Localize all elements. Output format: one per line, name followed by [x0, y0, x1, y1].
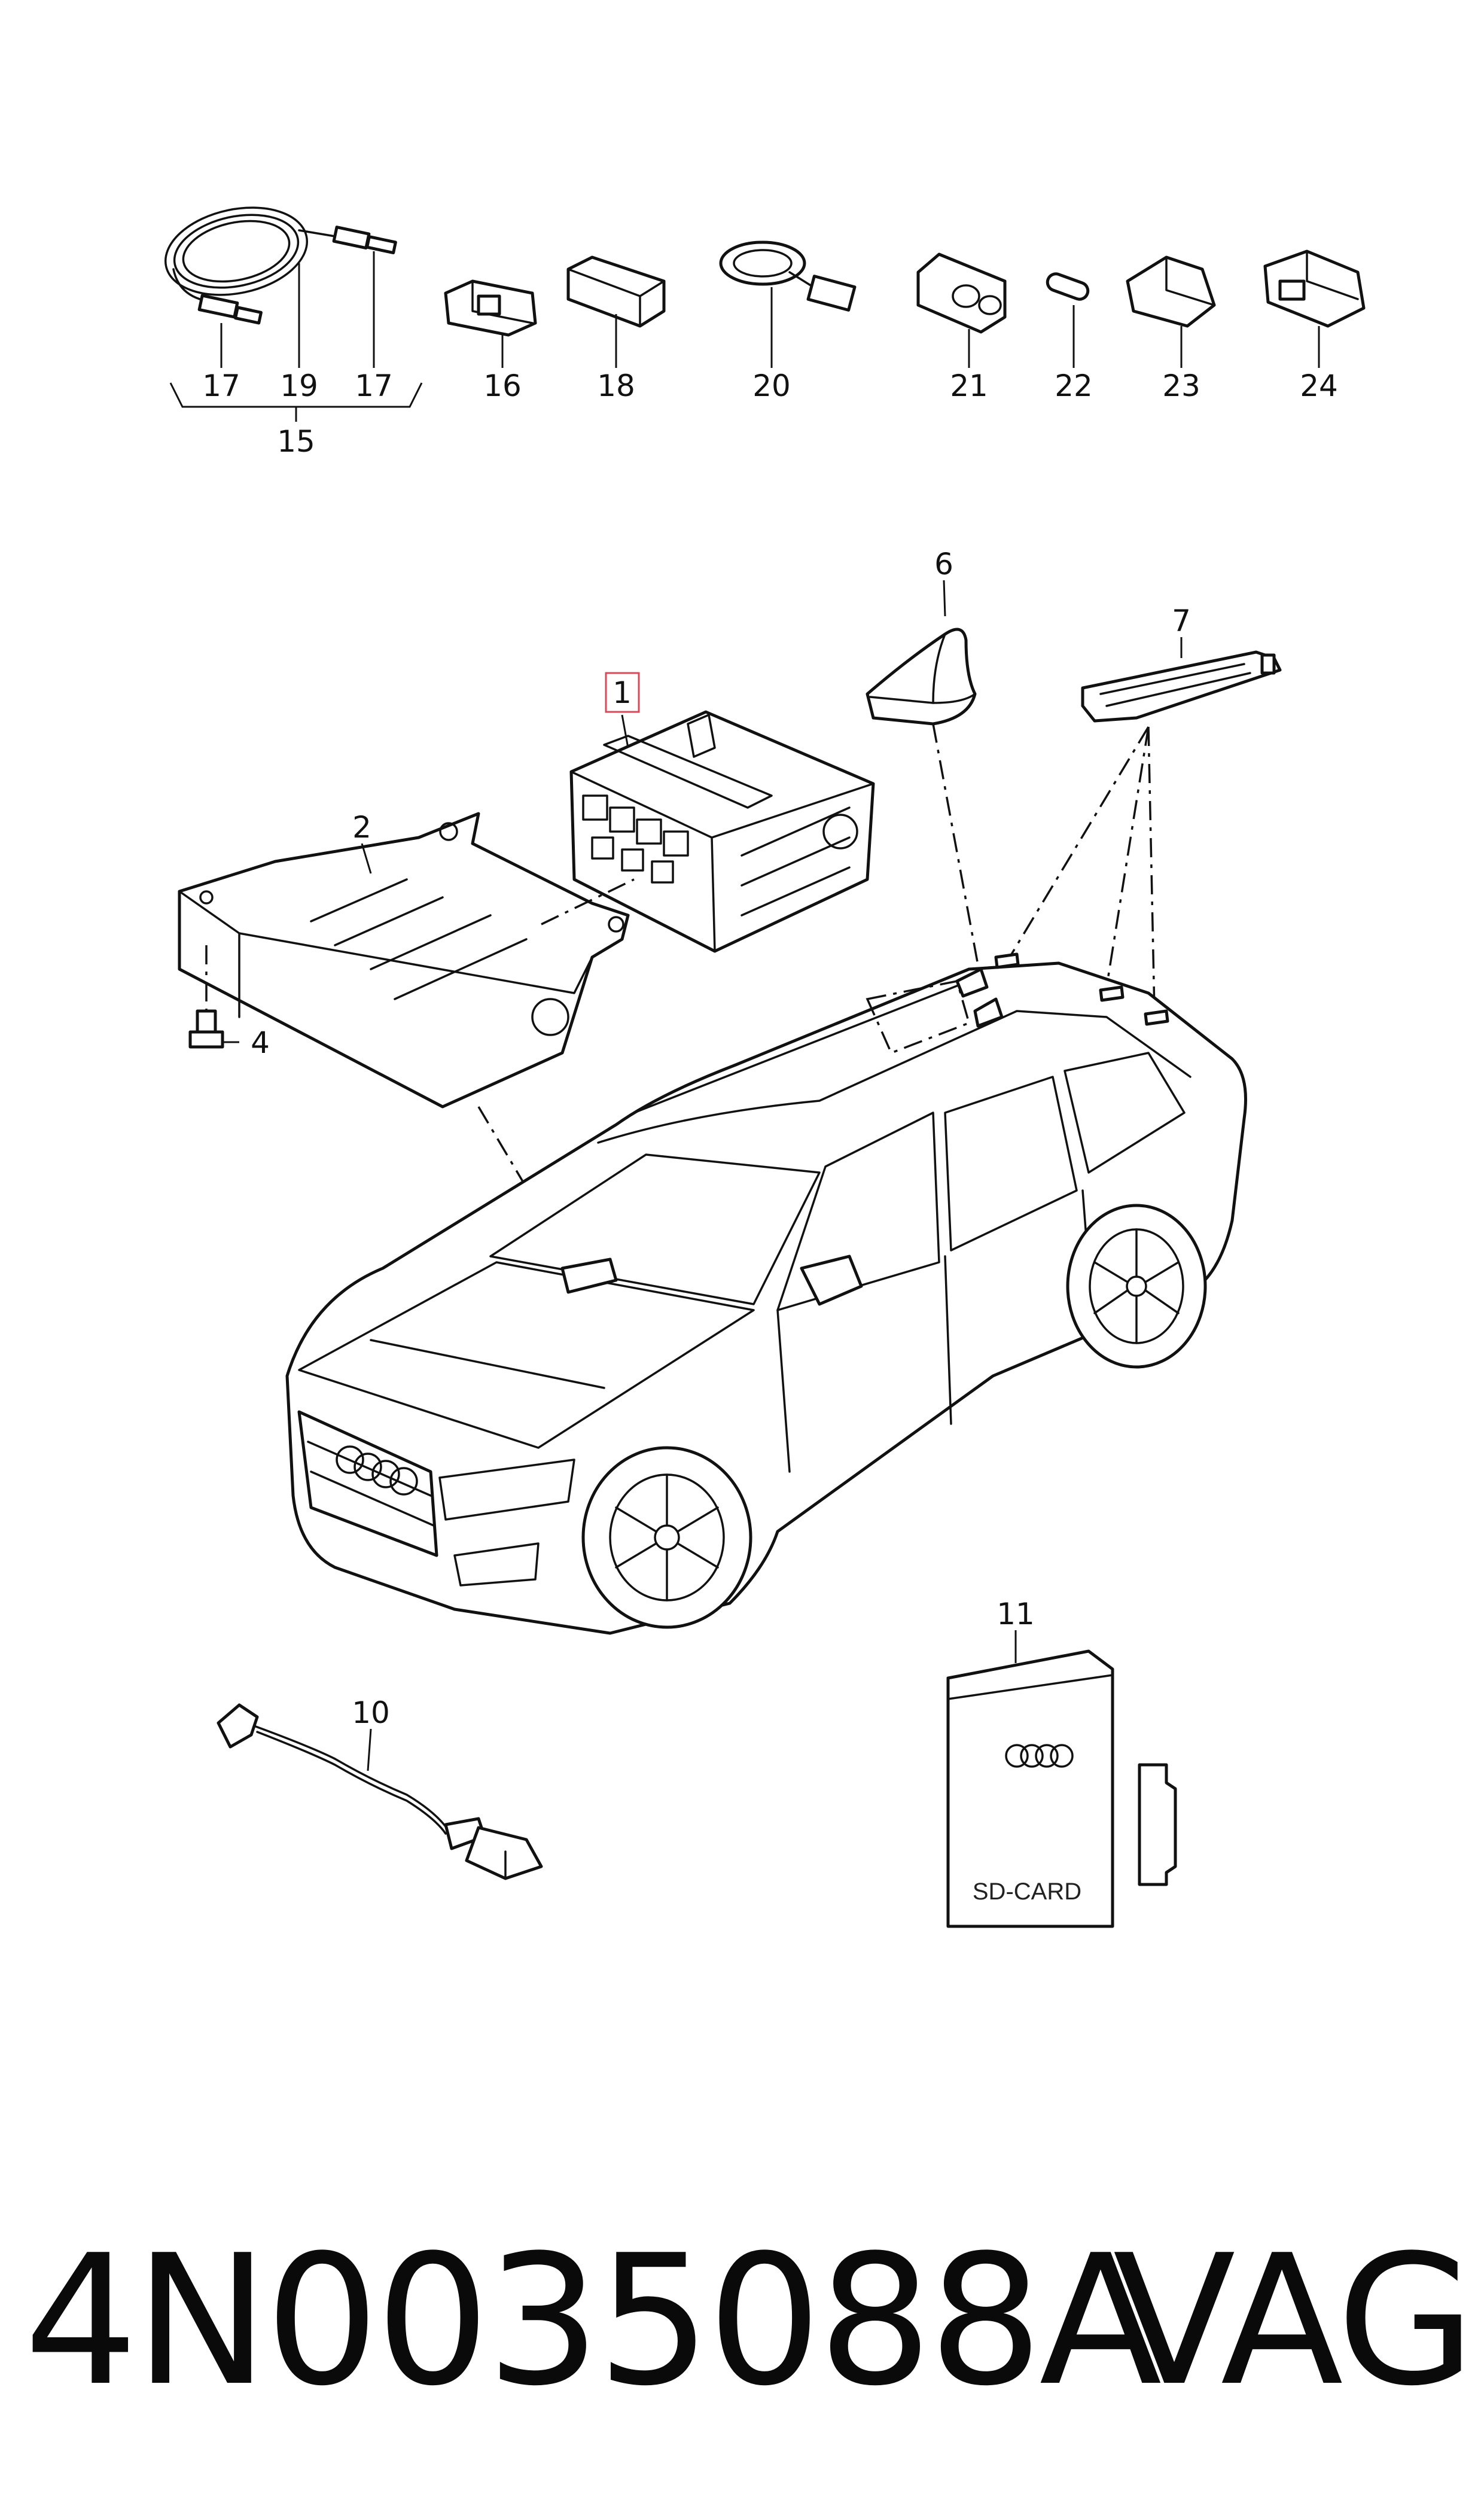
connector-housing-16 [444, 279, 537, 337]
label-24: 24 [1300, 369, 1338, 403]
label-10: 10 [352, 1695, 390, 1730]
cable-10 [217, 1703, 543, 1880]
connector-21 [916, 252, 1007, 334]
label-4: 4 [251, 1025, 270, 1060]
ring-connector-20 [719, 240, 857, 312]
label-19: 19 [280, 369, 318, 403]
label-2: 2 [352, 810, 371, 845]
highlight-box-1 [605, 672, 640, 713]
connector-18 [566, 255, 666, 328]
label-7: 7 [1172, 604, 1191, 638]
label-15: 15 [277, 424, 315, 459]
label-6: 6 [934, 547, 953, 581]
part-number-caption: 4N0035088A [24, 2216, 1162, 2425]
brand-caption: VAG [1113, 2216, 1476, 2425]
label-18: 18 [597, 369, 635, 403]
sd-card-text: SD-CARD [973, 1878, 1081, 1905]
car-illustration [285, 952, 1247, 1635]
label-16: 16 [483, 369, 522, 403]
screw-4 [188, 945, 224, 1049]
label-20: 20 [752, 369, 791, 403]
shark-fin-antenna-6 [866, 628, 977, 726]
label-23: 23 [1162, 369, 1200, 403]
head-unit-1 [569, 710, 875, 953]
label-11: 11 [997, 1597, 1035, 1631]
label-17-left: 17 [202, 369, 240, 403]
label-1: 1 [613, 675, 632, 710]
cap-23 [1126, 255, 1216, 328]
sd-card-package-11: SD-CARD [946, 1649, 1177, 1928]
label-21: 21 [950, 369, 988, 403]
mounting-bracket-2 [178, 812, 630, 1109]
plug-22 [1046, 272, 1090, 301]
label-22: 22 [1055, 369, 1093, 403]
label-17-right: 17 [355, 369, 393, 403]
roof-antenna-7 [1081, 650, 1282, 723]
coiled-cable-assembly [164, 206, 397, 325]
connector-24 [1263, 249, 1366, 328]
